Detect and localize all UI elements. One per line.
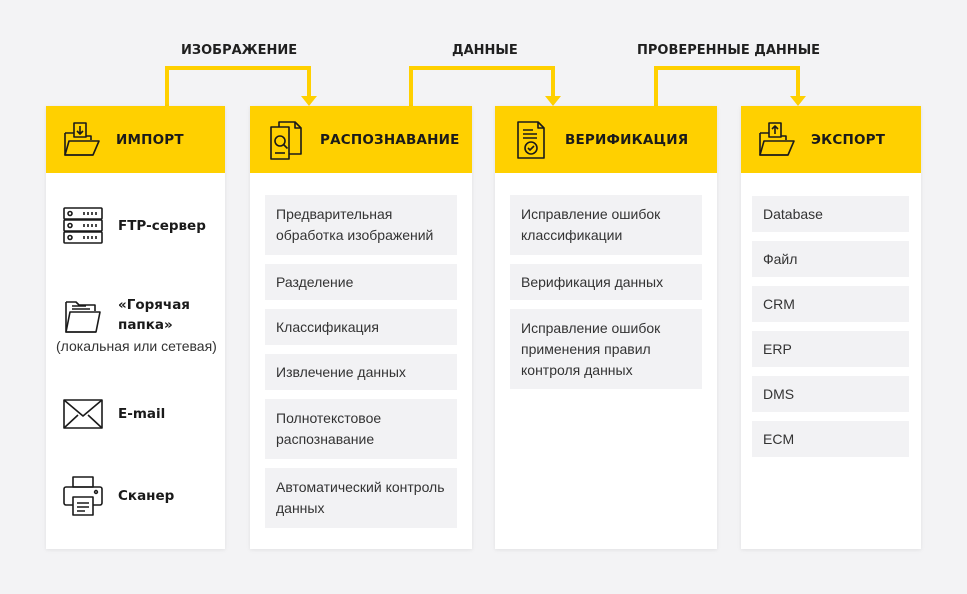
recognition-item-line: Разделение (276, 273, 354, 290)
document-search-icon (264, 118, 308, 162)
recognition-item: Автоматический контроль данных (265, 468, 457, 528)
flow-label-data: ДАННЫЕ (452, 43, 518, 58)
envelope-icon (60, 391, 106, 437)
source-hot-folder-sub-row: (локальная или сетевая) (46, 336, 225, 356)
source-ftp-label: FTP-сервер (118, 218, 206, 234)
recognition-header: РАСПОЗНАВАНИЕ (250, 106, 472, 173)
export-item: Database (752, 196, 909, 232)
connector-data (409, 66, 555, 106)
flow-label-image: ИЗОБРАЖЕНИЕ (181, 43, 298, 58)
source-email-label: E-mail (118, 406, 166, 422)
hot-folder-icon (60, 292, 106, 338)
source-hot-folder: «Горячая папка» (46, 292, 225, 338)
export-item: ERP (752, 331, 909, 367)
arrowhead-verified (790, 96, 806, 106)
arrowhead-data (545, 96, 561, 106)
recognition-item-line: данных (276, 500, 325, 516)
recognition-item-line: Автоматический контроль (276, 479, 445, 495)
verification-item: Исправление ошибок применения правил контр… (510, 309, 702, 389)
recognition-item-line: Предварительная (276, 206, 393, 222)
export-column: ЭКСПОРТ Database Файл CRM ERP DMS ECM (741, 106, 921, 549)
recognition-item: Предварительная обработка изображений (265, 195, 457, 255)
recognition-item-line: Извлечение данных (276, 363, 406, 380)
verification-column: ВЕРИФИКАЦИЯ Исправление ошибок классифика… (495, 106, 717, 549)
verification-item: Исправление ошибок классификации (510, 195, 702, 255)
source-hot-folder-label: «Горячая папка» (118, 295, 190, 335)
flow-label-verified: ПРОВЕРЕННЫЕ ДАННЫЕ (637, 43, 821, 58)
connector-verified (654, 66, 800, 106)
verification-title: ВЕРИФИКАЦИЯ (565, 131, 689, 148)
recognition-item: Разделение (265, 264, 457, 300)
export-item: Файл (752, 241, 909, 277)
recognition-item: Полнотекстовое распознавание (265, 399, 457, 459)
arrowhead-image (301, 96, 317, 106)
import-title: ИМПОРТ (116, 131, 184, 148)
source-scanner: Сканер (46, 474, 225, 518)
folder-download-icon (60, 118, 104, 162)
recognition-item: Извлечение данных (265, 354, 457, 390)
source-hot-folder-line2: папка» (118, 317, 173, 333)
recognition-item-line: обработка изображений (276, 227, 434, 243)
recognition-item-line: распознавание (276, 431, 375, 447)
recognition-item-line: Полнотекстовое (276, 410, 382, 426)
verification-item-line: Исправление ошибок (521, 319, 661, 336)
verification-item-line: классификации (521, 227, 623, 243)
source-email: E-mail (46, 392, 225, 436)
verification-item-line: Исправление ошибок (521, 206, 661, 222)
verification-item: Верификация данных (510, 264, 702, 300)
export-title: ЭКСПОРТ (811, 131, 886, 148)
export-item: ECM (752, 421, 909, 457)
recognition-item: Классификация (265, 309, 457, 345)
export-item: DMS (752, 376, 909, 412)
verification-item-line: контроля данных (521, 361, 633, 378)
connector-image (165, 66, 311, 106)
source-hot-folder-line1: «Горячая (118, 297, 190, 313)
source-hot-folder-sub: (локальная или сетевая) (56, 338, 217, 354)
import-column: ИМПОРТ FTP-сервер «Горячая папка» (локал… (46, 106, 225, 549)
source-scanner-label: Сканер (118, 488, 175, 504)
recognition-column: РАСПОЗНАВАНИЕ Предварительная обработка и… (250, 106, 472, 549)
source-ftp: FTP-сервер (46, 204, 225, 248)
document-check-icon (509, 118, 553, 162)
import-header: ИМПОРТ (46, 106, 225, 173)
verification-item-line: применения правил (521, 340, 651, 357)
verification-header: ВЕРИФИКАЦИЯ (495, 106, 717, 173)
scanner-icon (60, 473, 106, 519)
recognition-item-line: Классификация (276, 318, 379, 335)
recognition-title: РАСПОЗНАВАНИЕ (320, 131, 460, 148)
export-item: CRM (752, 286, 909, 322)
server-icon (60, 203, 106, 249)
folder-upload-icon (755, 118, 799, 162)
verification-item-line: Верификация данных (521, 273, 664, 290)
export-header: ЭКСПОРТ (741, 106, 921, 173)
